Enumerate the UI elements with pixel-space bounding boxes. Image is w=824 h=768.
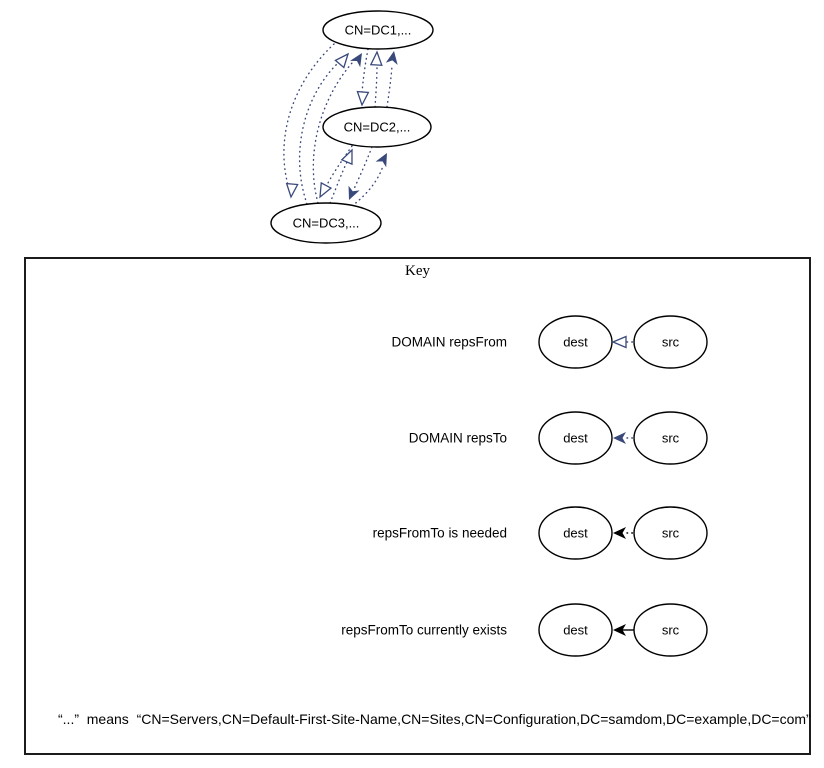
dest-label: dest — [563, 335, 588, 350]
key-row-label: DOMAIN repsFrom — [391, 334, 507, 350]
key-row-repsto: DOMAIN repsTo dest src — [26, 410, 809, 466]
node-dc2-label: CN=DC2,... — [344, 120, 411, 135]
key-row-label: DOMAIN repsTo — [408, 430, 507, 446]
repsto-arrowhead — [613, 432, 626, 444]
dest-label: dest — [563, 431, 588, 446]
repsfrom-arrowhead — [369, 50, 383, 66]
src-label: src — [662, 431, 680, 446]
node-dc2: CN=DC2,... — [322, 106, 432, 148]
src-label: src — [662, 623, 680, 638]
edge-dc2-dc3-repsfrom — [319, 145, 353, 199]
key-row-repsfromto-needed: repsFromTo is needed dest src — [26, 505, 809, 561]
edge-dc1-dc2-repsfrom — [356, 48, 370, 107]
key-row-figure: dest src — [538, 315, 708, 369]
edge-dc2-dc1-repsto — [385, 51, 398, 108]
edge-dc1-dc3-repsfrom — [283, 43, 335, 199]
edge-dc2-dc1-repsfrom — [369, 50, 383, 108]
repsfrom-arrowhead — [285, 182, 299, 199]
dest-node — [538, 603, 613, 657]
src-node — [633, 506, 708, 560]
src-node — [633, 315, 708, 369]
repsto-arrowhead — [350, 53, 362, 68]
repsto-arrowhead — [348, 185, 360, 200]
src-label: src — [662, 526, 680, 541]
repsfrom-arrowhead — [340, 148, 353, 166]
src-node — [633, 411, 708, 465]
repsfrom-arrowhead — [356, 90, 370, 107]
edge-dc3-dc2-repsto — [351, 153, 387, 207]
needed-arrowhead — [613, 527, 626, 539]
dest-label: dest — [563, 526, 588, 541]
key-row-figure: dest src — [538, 603, 708, 657]
key-title: Key — [405, 263, 430, 279]
repsfrom-arrowhead — [319, 181, 333, 199]
edge-dc3-dc1-repsto — [312, 53, 362, 204]
key-row-label: repsFromTo is needed — [372, 525, 507, 541]
key-row-repsfromto-exists: repsFromTo currently exists dest src — [26, 602, 809, 658]
key-row-label: repsFromTo currently exists — [341, 622, 507, 638]
repsto-arrowhead — [385, 51, 398, 65]
node-dc3: CN=DC3,... — [270, 202, 382, 244]
node-dc1: CN=DC1,... — [322, 10, 434, 50]
edge-dc3-dc2-repsfrom — [329, 148, 353, 204]
key-row-figure: dest src — [538, 506, 708, 560]
key-footnote: “...” means “CN=Servers,CN=Default-First… — [58, 711, 811, 727]
key-row-repsfrom: DOMAIN repsFrom dest src — [26, 314, 809, 370]
dest-node — [538, 506, 613, 560]
repsto-arrowhead — [375, 153, 387, 168]
node-dc1-label: CN=DC1,... — [345, 23, 412, 38]
edge-dc3-dc1-repsfrom — [298, 52, 350, 205]
edge-dc2-dc3-repsto — [348, 146, 373, 200]
node-dc3-label: CN=DC3,... — [293, 216, 360, 231]
dest-label: dest — [563, 623, 588, 638]
key-row-figure: dest src — [538, 411, 708, 465]
repsfrom-arrowhead — [334, 52, 350, 69]
dest-node — [538, 411, 613, 465]
key-box: Key DOMAIN repsFrom dest src DOMAIN reps… — [24, 257, 811, 755]
repsfrom-arrowhead — [611, 335, 627, 349]
exists-arrowhead — [613, 624, 626, 636]
src-label: src — [662, 335, 680, 350]
replication-graph: CN=DC1,... CN=DC2,... CN=DC3,... — [270, 10, 434, 244]
